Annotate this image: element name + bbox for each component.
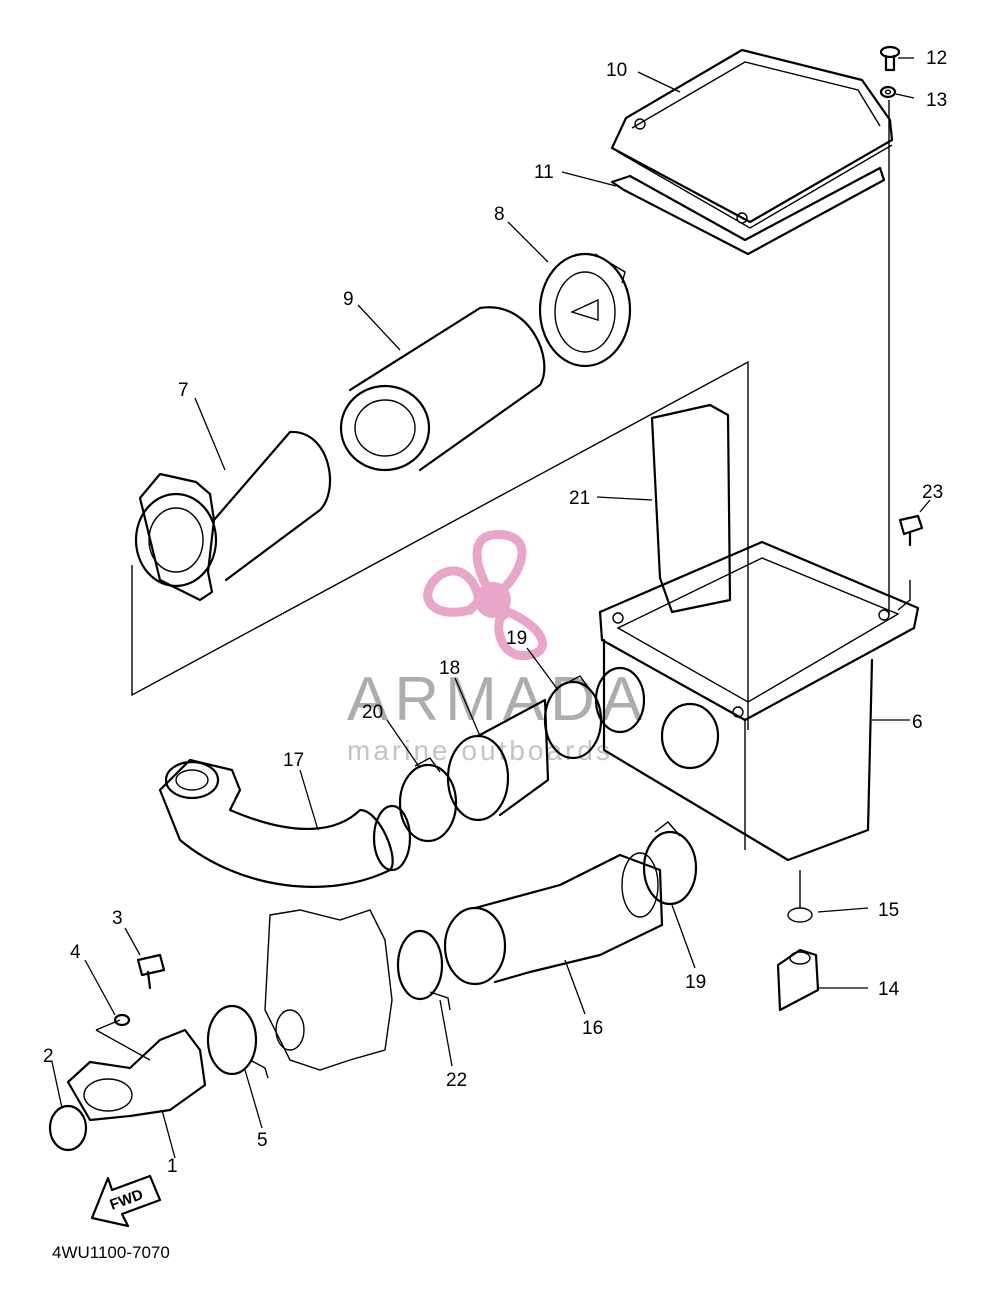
- callout-19-lower: 19: [685, 972, 706, 993]
- box-bolt: [897, 514, 924, 611]
- callout-8: 8: [494, 204, 505, 225]
- callout-15: 15: [878, 900, 899, 921]
- callout-6: 6: [912, 712, 923, 733]
- cover-screw: [879, 45, 901, 72]
- callout-7: 7: [178, 380, 189, 401]
- callout-23: 23: [922, 482, 943, 503]
- hose-clamp-20: [398, 757, 458, 843]
- callout-10: 10: [606, 60, 627, 81]
- callout-13: 13: [926, 90, 947, 111]
- callout-12: 12: [926, 48, 947, 69]
- callout-17: 17: [283, 750, 304, 771]
- callout-9: 9: [343, 289, 354, 310]
- callout-labels: 1 2 3 4 5 6 7 8 9 10 11 12 13 14 15 16 1…: [43, 48, 947, 1177]
- cover-seal: [610, 166, 886, 256]
- propeller-logo-icon: [423, 529, 547, 661]
- watermark-brand: ARMADA: [347, 665, 648, 734]
- intake-joint-hose: [158, 758, 412, 888]
- callout-2: 2: [43, 1046, 54, 1067]
- engine-block: [264, 909, 393, 1071]
- callout-22: 22: [446, 1070, 467, 1091]
- callout-4: 4: [70, 942, 81, 963]
- callout-3: 3: [112, 908, 123, 929]
- callout-18: 18: [439, 658, 460, 679]
- filter-group-outline: [131, 360, 749, 730]
- callout-20: 20: [362, 702, 383, 723]
- washer: [879, 85, 897, 99]
- outer-filter-element: [339, 306, 546, 472]
- element-cap: [538, 252, 632, 368]
- callout-1: 1: [167, 1156, 178, 1177]
- air-duct-16: [443, 852, 664, 986]
- watermark-subtitle: marine outboards: [347, 735, 613, 766]
- connecting-pipe-18: [446, 698, 550, 822]
- callout-14: 14: [878, 979, 900, 1000]
- callout-5: 5: [257, 1130, 268, 1151]
- hose-clamp-19-upper: [543, 675, 603, 760]
- washer-4: [113, 1013, 131, 1027]
- air-box: [594, 540, 920, 862]
- hose-clamp-22: [396, 929, 451, 1011]
- callout-19-upper: 19: [506, 628, 527, 649]
- drain-fitting: [776, 948, 820, 1012]
- o-ring: [48, 1104, 88, 1152]
- air-box-cover: [610, 48, 894, 229]
- hose-clamp-19-lower: [642, 821, 698, 906]
- screw-3: [136, 953, 166, 990]
- forward-direction-arrow: FWD: [90, 1174, 162, 1228]
- partition-plate: [650, 403, 732, 614]
- callout-16: 16: [582, 1018, 603, 1039]
- armada-watermark: ARMADA marine outboards: [347, 529, 648, 766]
- callout-11: 11: [534, 162, 554, 183]
- carburetor-joint: [66, 1028, 207, 1122]
- drain-clip: [787, 870, 813, 923]
- diagram-code: 4WU1100-7070: [52, 1243, 170, 1262]
- inner-filter-element: [134, 430, 332, 602]
- hose-clamp-5: [206, 1004, 269, 1079]
- callout-21: 21: [569, 488, 590, 509]
- leader-lines: [51, 57, 931, 1159]
